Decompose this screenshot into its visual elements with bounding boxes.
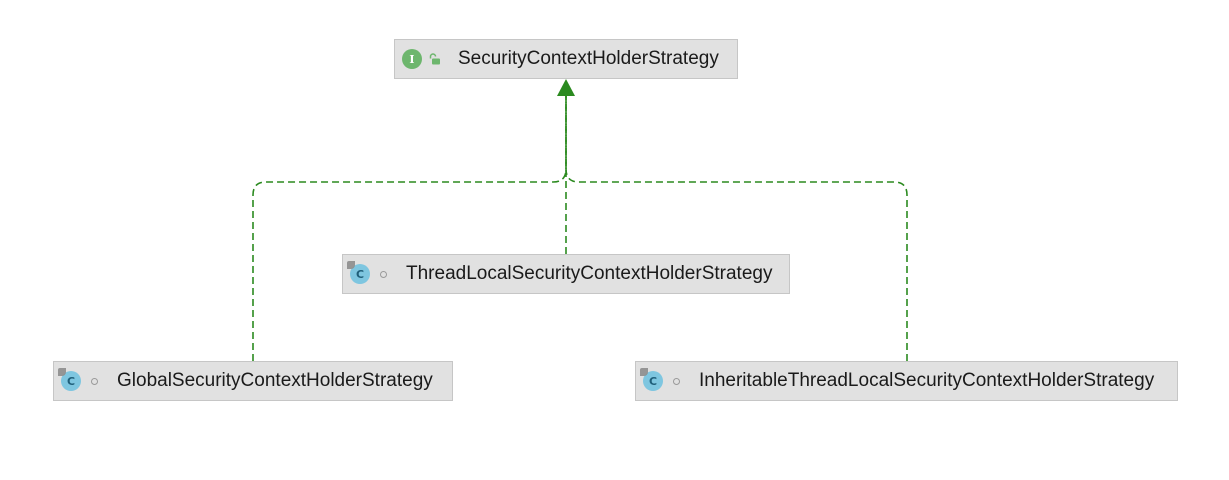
class-icon: C [58, 368, 81, 391]
edge-global-to-interface [252, 96, 567, 361]
public-lock-icon [428, 52, 442, 66]
node-label: InheritableThreadLocalSecurityContextHol… [699, 370, 1155, 391]
package-private-icon [87, 374, 101, 388]
node-label: GlobalSecurityContextHolderStrategy [117, 370, 433, 391]
interface-icon: I [402, 49, 422, 69]
class-node-global-strategy[interactable]: C GlobalSecurityContextHolderStrategy [53, 361, 453, 401]
interface-node-security-context-holder-strategy[interactable]: I SecurityContextHolderStrategy [394, 39, 738, 79]
class-icon: C [347, 261, 370, 284]
node-label: ThreadLocalSecurityContextHolderStrategy [406, 263, 773, 284]
class-node-threadlocal-strategy[interactable]: C ThreadLocalSecurityContextHolderStrate… [342, 254, 790, 294]
package-private-icon [376, 267, 390, 281]
node-label: SecurityContextHolderStrategy [458, 48, 719, 69]
class-icon: C [640, 368, 663, 391]
class-node-inheritable-threadlocal-strategy[interactable]: C InheritableThreadLocalSecurityContextH… [635, 361, 1178, 401]
package-private-icon [669, 374, 683, 388]
realization-arrowhead [557, 79, 575, 96]
edge-inheritable-to-interface [565, 96, 908, 361]
